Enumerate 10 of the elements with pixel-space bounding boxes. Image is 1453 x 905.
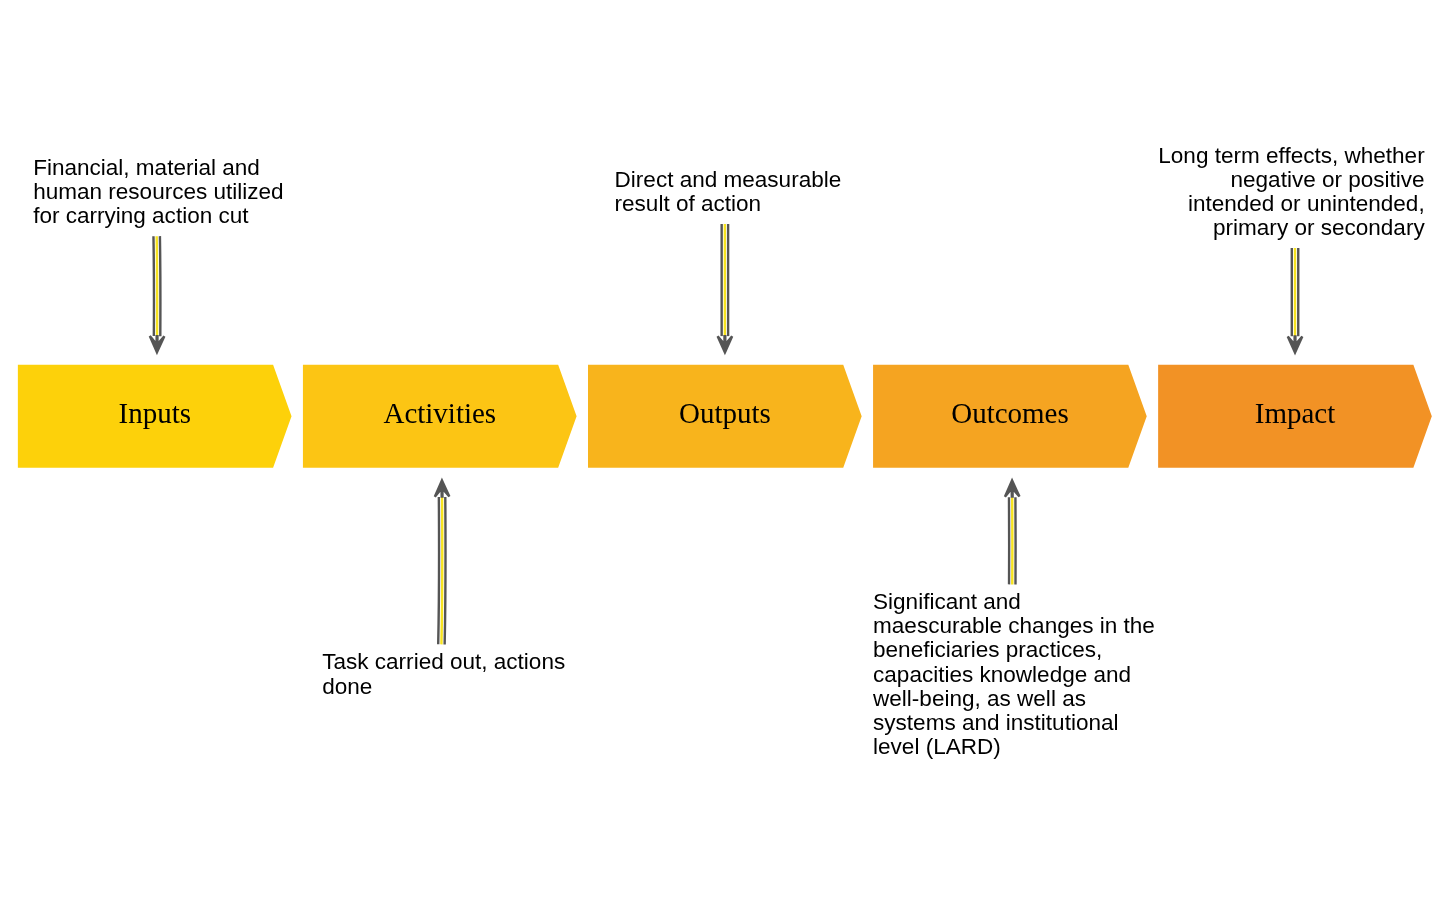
node-text: Task carried out, actions done [322, 649, 566, 699]
node-text: Direct and measurable result of action [614, 167, 842, 217]
arrow [433, 479, 451, 645]
arrow [1286, 248, 1304, 354]
arrow [1003, 479, 1021, 585]
node-text: Significant and maescurable changes in the beneficiaries practices, capacities knowledge and well-being, as well as systems and institutional level (LARD) [873, 589, 1155, 759]
node-text: Financial, material and human resources utilized for carrying action cut [33, 155, 284, 229]
node-text: Long term effects, whether negative or positive intended or unintended, primary or secondary [1158, 142, 1425, 241]
arrow [148, 236, 166, 354]
arrow [716, 224, 734, 354]
